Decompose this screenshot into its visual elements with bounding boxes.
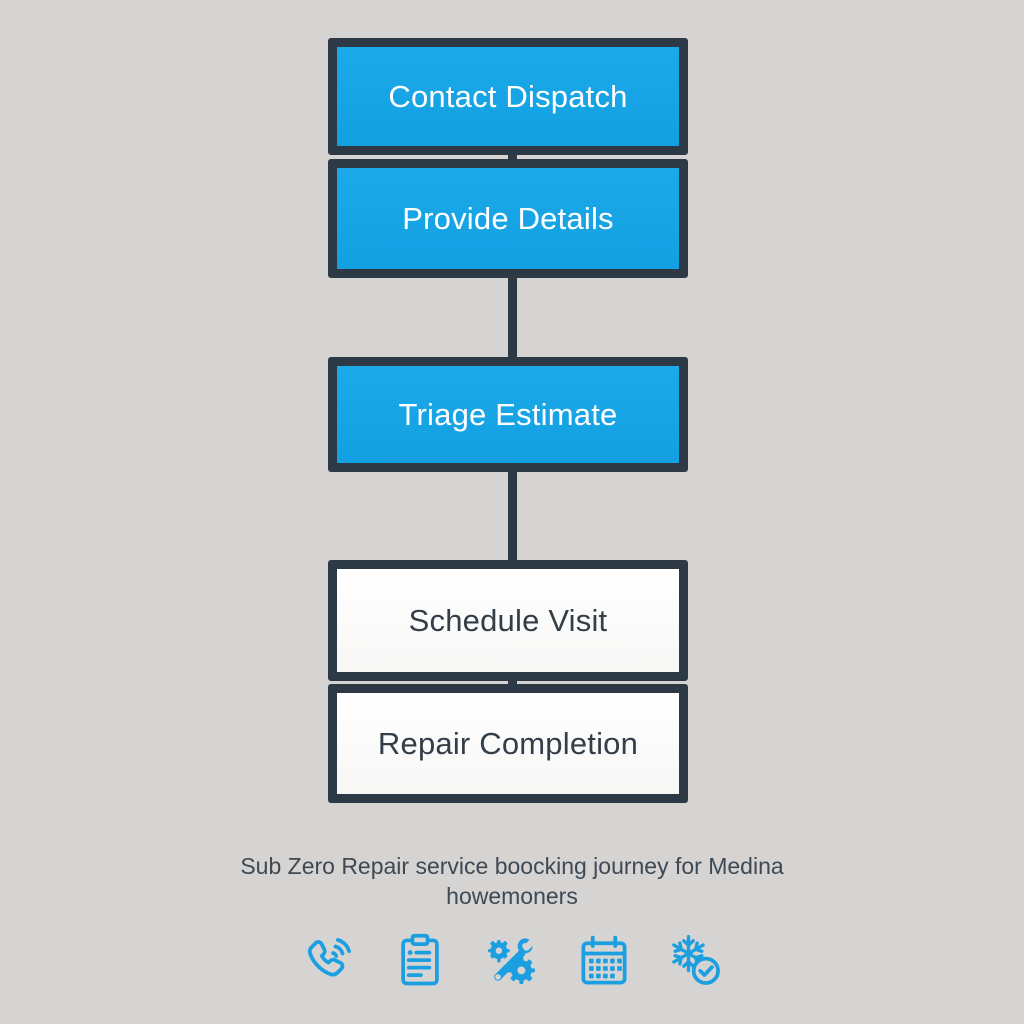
flow-step-label: Triage Estimate [398,396,618,432]
flow-step-contact-dispatch: Contact Dispatch [328,38,688,155]
flow-step-triage-estimate: Triage Estimate [328,357,688,472]
caption-text: Sub Zero Repair service boocking journey… [240,853,784,909]
icon-row [298,931,726,991]
flow-step-label: Provide Details [402,200,614,236]
flow-step-label: Repair Completion [377,725,639,761]
flow-step-schedule-visit: Schedule Visit [328,560,688,681]
gear-wrench-icon [488,935,539,984]
calendar-icon [581,935,627,985]
flow-step-provide-details: Provide Details [328,159,688,278]
flow-step-label: Contact Dispatch [388,78,628,114]
flow-step-label: Schedule Visit [408,602,608,638]
snowflake-check-icon [672,934,720,985]
flow-step-repair-completion: Repair Completion [328,684,688,803]
clipboard-icon [401,933,439,986]
phone-icon [307,938,351,977]
